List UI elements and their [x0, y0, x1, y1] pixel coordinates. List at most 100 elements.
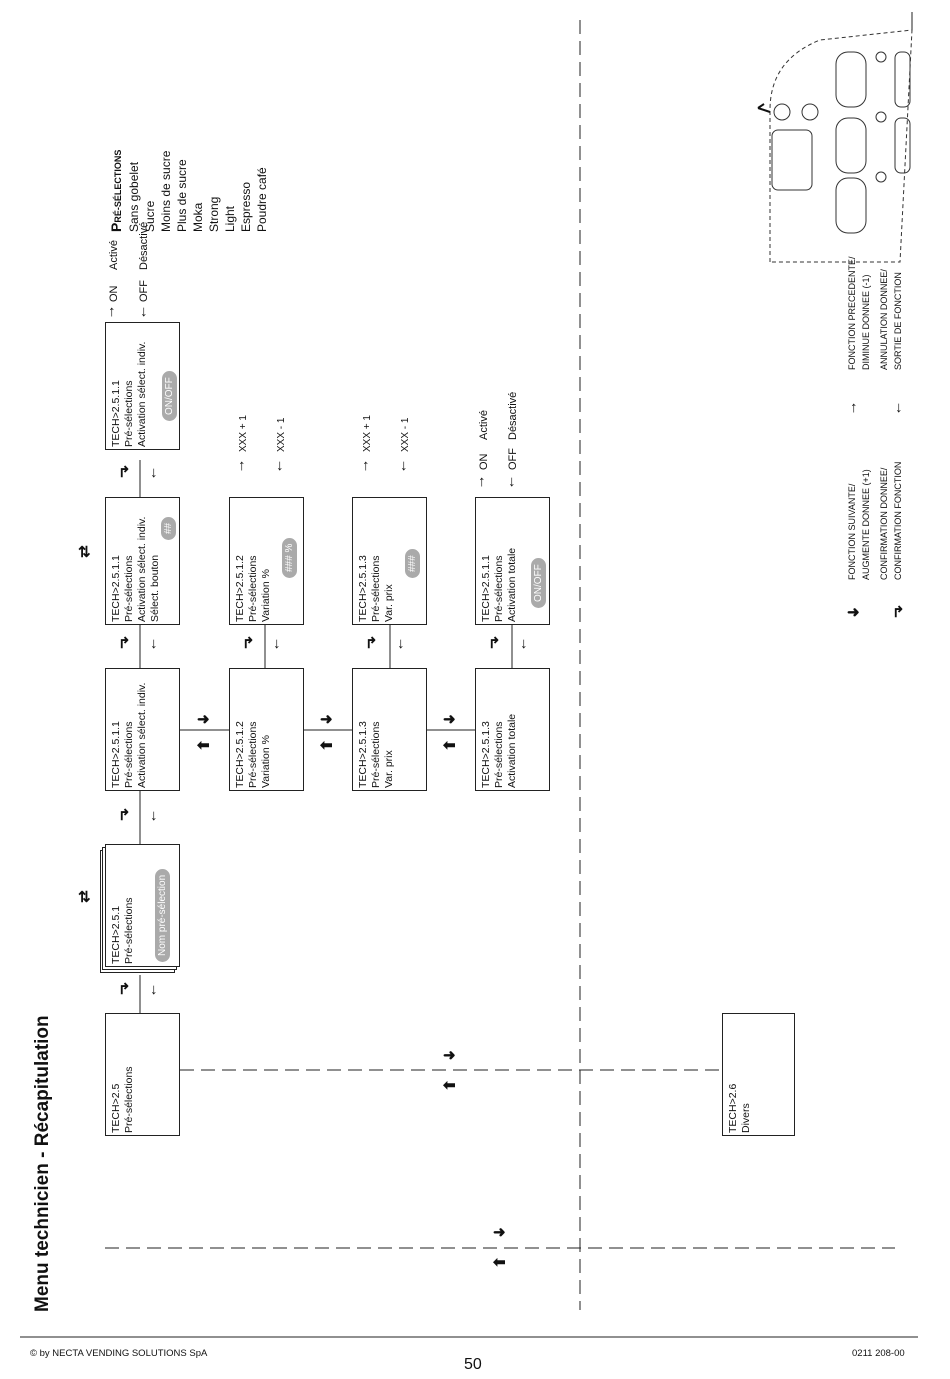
arrow-right-icon: ➜: [320, 711, 333, 728]
box-onoff-2-5-1-1: TECH>2.5.1.1 Pré-sélections Activation s…: [105, 322, 180, 450]
box-line: Variation %: [260, 735, 272, 788]
arrow-up-icon: ↑: [362, 457, 370, 474]
arrow-confirm-icon: ↱: [118, 464, 131, 481]
legend-line: FONCTION SUIVANTE/: [847, 483, 857, 580]
heading-rest: RÉ-SÉLECTIONS: [113, 149, 123, 223]
highlight-hash2: ##: [161, 516, 176, 540]
arrow-down-icon: ↓: [150, 635, 158, 652]
preselection-item: Moins de sucre: [159, 150, 173, 232]
box-line: Activation totale: [506, 713, 518, 788]
option-off: OFF: [138, 280, 150, 302]
option-off-total: OFF: [507, 448, 519, 470]
arrow-down-icon: ↓: [273, 635, 281, 652]
box-line: Activation sélect. indiv.: [136, 341, 148, 447]
box-line: Pré-sélections: [123, 721, 135, 788]
arrow-down-icon: ↓: [895, 399, 903, 416]
box-line: Pré-sélections: [247, 721, 259, 788]
arrow-confirm-icon: ↱: [118, 981, 131, 998]
minus-price: XXX - 1: [400, 417, 411, 452]
arrow-up-icon: ↑: [108, 303, 116, 320]
box-line: Activation sélect. indiv.: [136, 682, 148, 788]
arrow-left-icon: ⬅: [443, 737, 456, 754]
arrow-left-icon: ⬅: [493, 1254, 506, 1271]
arrow-up-icon: ↑: [238, 457, 246, 474]
arrow-down-icon: ↓: [276, 457, 284, 474]
legend-line: DIMINUE DONNEE (-1): [861, 274, 871, 370]
plus-price: XXX + 1: [362, 415, 373, 452]
arrow-cycle-icon: ⇅: [78, 544, 91, 561]
arrow-confirm-icon: ↱: [892, 604, 905, 621]
arrow-confirm-icon: ↱: [118, 807, 131, 824]
box-sub-total: TECH>2.5.1.1 Pré-sélections Activation t…: [475, 497, 550, 625]
option-active-total: Activé: [478, 410, 490, 440]
box-line: Var. prix: [383, 750, 395, 788]
legend-cancel: ANNULATION DONNEE/ SORTIE DE FONCTION: [877, 269, 905, 370]
highlight-nom-preselection: Nom pré-sélection: [155, 868, 170, 962]
box-line: TECH>2.6: [727, 1083, 739, 1133]
box-sub-2-5-1-1: TECH>2.5.1.1 Pré-sélections Activation s…: [105, 497, 180, 625]
arrow-down-icon: ↓: [400, 457, 408, 474]
arrow-up-icon: ↑: [478, 473, 486, 490]
arrow-cycle-icon: ⇅: [78, 889, 91, 906]
box-line: TECH>2.5: [110, 1083, 122, 1133]
preselection-item: Plus de sucre: [175, 159, 189, 232]
legend-line: SORTIE DE FONCTION: [893, 272, 903, 370]
box-line: Pré-sélections: [123, 1066, 135, 1133]
preselection-item: Moka: [191, 202, 205, 232]
page-title: Menu technicien - Récapitulation: [32, 1015, 53, 1312]
arrow-down-icon: ↓: [150, 981, 158, 998]
arrow-right-icon: ➜: [443, 711, 456, 728]
box-tech-2-5-1: TECH>2.5.1 Pré-sélections Nom pré-sélect…: [105, 844, 180, 967]
arrow-down-icon: ↓: [397, 635, 405, 652]
box-line: Pré-sélections: [123, 897, 135, 964]
box-line: TECH>2.5.1.1: [110, 555, 122, 622]
arrow-right-icon: ➜: [847, 604, 860, 621]
box-tech-2-5-1-1: TECH>2.5.1.1 Pré-sélections Activation s…: [105, 668, 180, 791]
box-line: Pré-sélections: [123, 555, 135, 622]
box-line: Activation totale: [506, 547, 518, 622]
box-sub-2-5-1-3: TECH>2.5.1.3 Pré-sélections Var. prix ##…: [352, 497, 427, 625]
box-tech-2-5-1-2: TECH>2.5.1.2 Pré-sélections Variation %: [229, 668, 304, 791]
arrow-right-icon: ➜: [493, 1224, 506, 1241]
highlight-onoff-total: ON/OFF: [531, 558, 546, 608]
preselection-item: Espresso: [239, 181, 253, 232]
arrow-confirm-icon: ↱: [118, 635, 131, 652]
legend-line: FONCTION PRECEDENTE/: [847, 256, 857, 370]
box-tech-2-5-1-3-total: TECH>2.5.1.3 Pré-sélections Activation t…: [475, 668, 550, 791]
box-line: Activation sélect. indiv.: [136, 516, 148, 622]
preselection-item: Sans gobelet: [127, 161, 141, 232]
legend-line: CONFIRMATION DONNEE/: [879, 467, 889, 580]
box-tech-2-6: TECH>2.6 Divers: [722, 1013, 795, 1136]
legend-prev: FONCTION PRECEDENTE/ DIMINUE DONNEE (-1): [845, 256, 873, 370]
box-line: TECH>2.5.1.1: [480, 555, 492, 622]
box-line: Variation %: [260, 569, 272, 622]
page-number: 50: [464, 1356, 482, 1373]
arrow-down-icon: ↓: [520, 635, 528, 652]
preselections-heading: PRÉ-SÉLECTIONS: [108, 150, 126, 232]
preselections-list: PRÉ-SÉLECTIONS Sans gobelet Sucre Moins …: [108, 150, 270, 232]
arrow-right-icon: ➜: [197, 711, 210, 728]
box-line: TECH>2.5.1.1: [110, 380, 122, 447]
box-line: Pré-sélections: [247, 555, 259, 622]
arrow-down-icon: ↓: [140, 303, 148, 320]
preselection-item: Poudre café: [255, 167, 269, 232]
arrow-confirm-icon: ↱: [488, 635, 501, 652]
preselection-item: Strong: [207, 196, 221, 232]
option-on-total: ON: [478, 453, 490, 471]
legend-line: AUGMENTE DONNEE (+1): [861, 469, 871, 580]
arrow-left-icon: ⬅: [197, 737, 210, 754]
arrow-up-icon: ↑: [850, 399, 858, 416]
option-active: Activé: [108, 240, 120, 270]
box-line: Var. prix: [383, 584, 395, 622]
box-line: Pré-sélections: [370, 555, 382, 622]
option-inactive-total: Désactivé: [507, 391, 519, 440]
footer-copyright: © by NECTA VENDING SOLUTIONS SpA: [30, 1348, 208, 1359]
footer-code: 0211 208-00: [852, 1348, 905, 1359]
box-line: Pré-sélections: [370, 721, 382, 788]
highlight-hash3: ###: [405, 549, 420, 578]
box-line: TECH>2.5.1.2: [234, 721, 246, 788]
option-on: ON: [108, 285, 120, 303]
preselection-item: Sucre: [143, 200, 157, 232]
arrow-down-icon: ↓: [508, 473, 516, 490]
